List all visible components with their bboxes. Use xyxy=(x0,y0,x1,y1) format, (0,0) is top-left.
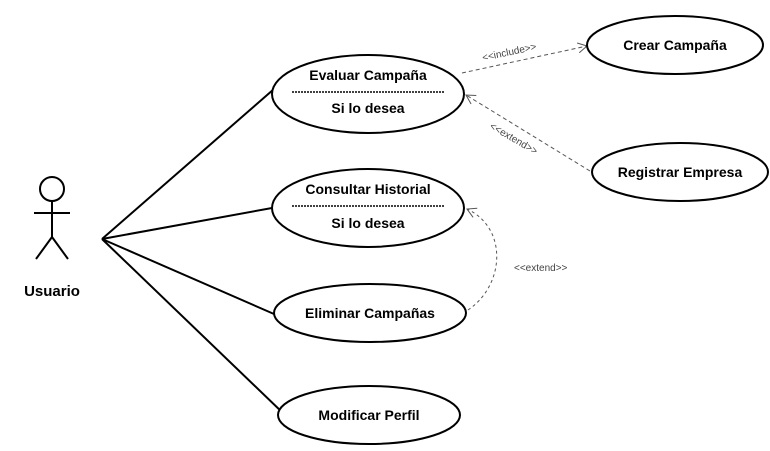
use-case-crear-title: Crear Campaña xyxy=(623,37,727,53)
use-case-eliminar-title: Eliminar Campañas xyxy=(305,305,435,321)
extend-eliminar-arrow xyxy=(466,207,498,311)
use-case-crear-ellipse xyxy=(586,15,764,75)
use-case-evaluar-campana[interactable]: Evaluar Campaña Si lo desea xyxy=(271,54,465,134)
use-case-consultar-condition: Si lo desea xyxy=(331,215,404,231)
use-case-evaluar-ellipse xyxy=(271,54,465,134)
use-case-modificar-title: Modificar Perfil xyxy=(318,407,419,423)
extend-registrar-label: <<extend>> xyxy=(488,121,540,157)
association-consultar xyxy=(101,207,273,240)
association-eliminar xyxy=(101,238,275,315)
actor-usuario[interactable]: Usuario xyxy=(24,176,80,300)
use-case-crear-campana[interactable]: Crear Campaña xyxy=(586,15,764,75)
include-arrow xyxy=(461,42,589,74)
association-modificar xyxy=(101,238,285,415)
associations xyxy=(101,88,285,415)
use-case-registrar-ellipse xyxy=(591,142,769,202)
use-case-consultar-ellipse xyxy=(271,168,465,248)
use-case-consultar-title: Consultar Historial xyxy=(305,181,430,197)
actor-right-leg xyxy=(51,236,69,260)
actor-label: Usuario xyxy=(24,283,80,300)
use-case-eliminar-ellipse xyxy=(273,283,467,343)
actor-head xyxy=(39,176,65,202)
use-case-modificar-ellipse xyxy=(277,385,461,445)
association-evaluar xyxy=(101,88,275,240)
actor-left-leg xyxy=(35,236,53,260)
use-case-eliminar-campanas[interactable]: Eliminar Campañas xyxy=(273,283,467,343)
use-case-evaluar-condition: Si lo desea xyxy=(331,100,404,116)
use-case-consultar-historial[interactable]: Consultar Historial Si lo desea xyxy=(271,168,465,248)
use-case-evaluar-title: Evaluar Campaña xyxy=(309,67,427,83)
relations: <<include>> <<extend>> <<extend>> xyxy=(461,42,591,311)
include-label: <<include>> xyxy=(481,42,537,64)
extend-eliminar-label: <<extend>> xyxy=(514,263,568,274)
use-case-registrar-empresa[interactable]: Registrar Empresa xyxy=(591,142,769,202)
use-case-modificar-perfil[interactable]: Modificar Perfil xyxy=(277,385,461,445)
use-case-registrar-title: Registrar Empresa xyxy=(618,164,743,180)
extend-registrar-arrow xyxy=(465,94,591,172)
